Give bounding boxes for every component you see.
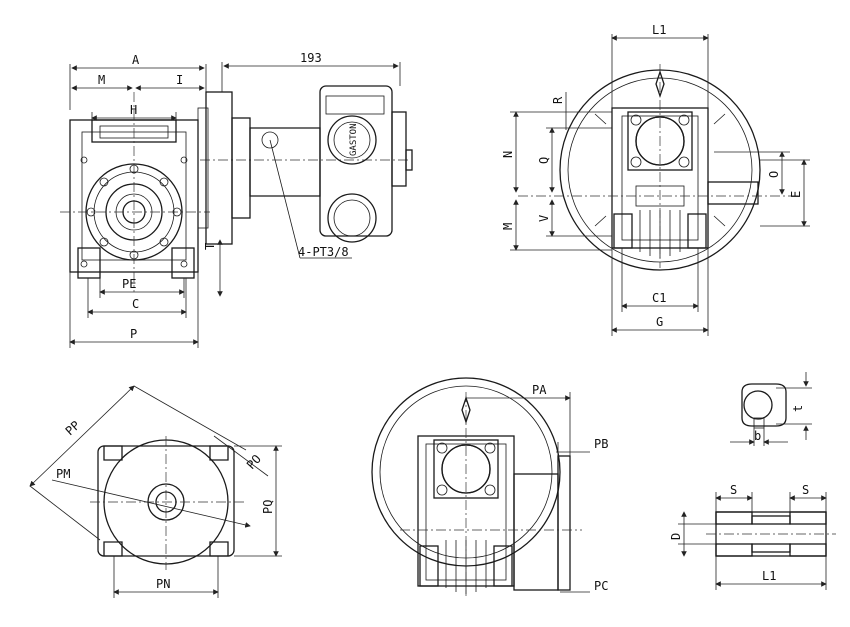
label-C1: C1 <box>652 291 666 305</box>
label-D: D <box>669 533 683 540</box>
label-M: M <box>98 73 105 87</box>
front-view-with-motor <box>60 62 413 348</box>
keyway-detail <box>730 372 812 446</box>
label-PC: PC <box>594 579 608 593</box>
label-PB: PB <box>594 437 608 451</box>
label-PO: PO <box>244 452 264 472</box>
hollow-shaft-detail <box>678 492 836 590</box>
label-PP: PP <box>63 418 83 438</box>
label-H: H <box>130 103 137 117</box>
label-G: G <box>656 315 663 329</box>
flange-view <box>29 385 282 598</box>
label-R: R <box>551 96 565 104</box>
label-L1-shaft: L1 <box>762 569 776 583</box>
label-193: 193 <box>300 51 322 65</box>
label-L1: L1 <box>652 23 666 37</box>
label-S-right: S <box>802 483 809 497</box>
label-E: E <box>789 191 803 198</box>
label-PQ: PQ <box>261 500 275 514</box>
side-view <box>510 34 810 336</box>
label-V: V <box>537 215 551 222</box>
label-N: N <box>501 151 515 158</box>
label-C: C <box>132 297 139 311</box>
label-S-left: S <box>730 483 737 497</box>
label-PE: PE <box>122 277 136 291</box>
label-P: P <box>130 327 137 341</box>
label-PM: PM <box>56 467 70 481</box>
label-b: b <box>754 429 761 443</box>
label-port: 4-PT3/8 <box>298 245 349 259</box>
label-T: T <box>203 243 217 250</box>
label-A: A <box>132 53 140 67</box>
label-I: I <box>176 73 183 87</box>
label-t: t <box>791 405 805 412</box>
label-O: O <box>767 171 781 178</box>
label-M-side: M <box>501 223 515 230</box>
flange-side-view <box>371 377 590 596</box>
label-PN: PN <box>156 577 170 591</box>
label-Q: Q <box>537 157 551 164</box>
label-PA: PA <box>532 383 547 397</box>
label-brand: GASTON <box>349 123 359 156</box>
